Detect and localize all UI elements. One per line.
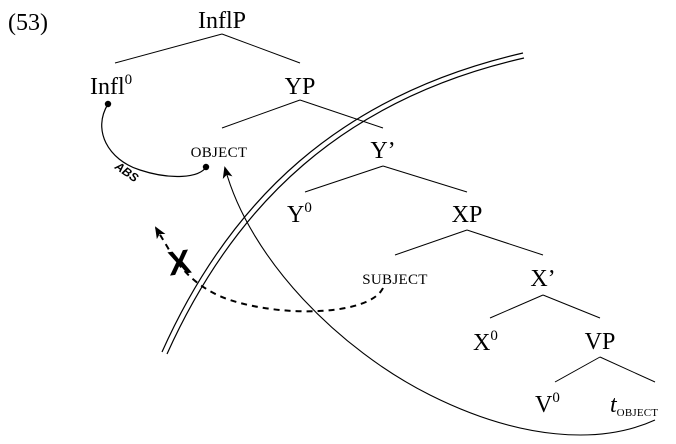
node-x-label: X (473, 330, 490, 356)
node-infl: Infl0 (90, 72, 132, 100)
node-y-label: Y (287, 202, 304, 228)
blocked-subject-movement-arrow (154, 226, 384, 313)
node-y: Y0 (287, 200, 312, 228)
tree-nodes: InflP Infl0 YP OBJECT Y’ Y0 XP SUBJECT X… (90, 8, 658, 419)
node-xbar: X’ (530, 266, 555, 292)
node-y-sup: 0 (304, 200, 312, 216)
node-v-sup: 0 (552, 390, 560, 406)
phase-boundary (161, 52, 525, 355)
node-vp: VP (585, 329, 616, 355)
branch-inflp-yp (221, 33, 301, 64)
node-object: OBJECT (191, 145, 248, 161)
branch-vp-trace (599, 356, 656, 383)
branch-ybar-xp (382, 165, 468, 193)
abs-agreement-link: ABS (101, 100, 210, 185)
node-ybar: Y’ (370, 138, 395, 164)
branch-vp-v (554, 356, 601, 383)
branch-yp-object (221, 99, 301, 129)
node-x: X0 (473, 328, 498, 356)
node-inflp: InflP (198, 8, 246, 34)
node-yp: YP (285, 74, 316, 100)
abs-end-dot (202, 163, 210, 171)
node-xp: XP (452, 202, 483, 228)
node-infl-label: Infl (90, 74, 125, 100)
node-x-sup: 0 (490, 328, 498, 344)
node-v-label: V (535, 392, 553, 418)
node-infl-sup: 0 (125, 72, 133, 88)
abs-start-dot (104, 100, 112, 108)
branch-inflp-infl (114, 33, 223, 64)
node-subject: SUBJECT (362, 272, 427, 288)
example-number: (53) (8, 10, 48, 36)
branch-xbar-vp (542, 294, 601, 319)
abs-label: ABS (111, 158, 141, 185)
tree-branches (114, 33, 656, 383)
node-trace: tOBJECT (610, 392, 658, 419)
branch-xp-xbar (466, 229, 544, 256)
branch-xbar-x (489, 294, 544, 319)
node-v: V0 (535, 390, 560, 418)
branch-yp-ybar (299, 99, 384, 129)
node-trace-t: t (610, 392, 618, 418)
node-trace-subscript: OBJECT (617, 407, 659, 419)
object-movement-arrow (222, 166, 656, 436)
branch-xp-subject (394, 229, 468, 256)
branch-ybar-y (304, 165, 384, 193)
blocked-x-mark: X (166, 243, 194, 284)
